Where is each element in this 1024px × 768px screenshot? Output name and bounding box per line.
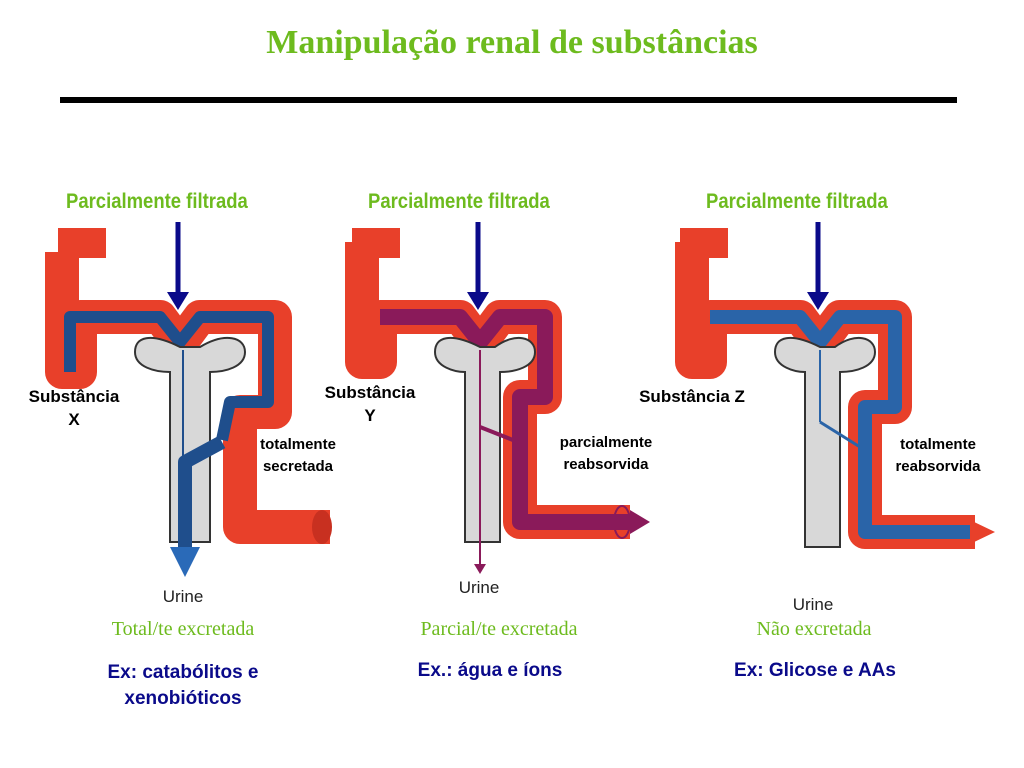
example-line1: Ex: Glicose e AAs	[734, 660, 896, 681]
filtered-label: Parcialmente filtrada	[66, 190, 248, 213]
note-line2: reabsorvida	[895, 457, 981, 475]
substance-letter: Y	[364, 405, 376, 425]
substance-flow	[380, 309, 630, 530]
example-text: Ex: Glicose e AAs	[685, 658, 945, 684]
title-underline	[60, 97, 957, 103]
note-line2: reabsorvida	[563, 455, 649, 473]
example-text: Ex: catabólitos e xenobióticos	[53, 660, 313, 711]
reabsorption-path	[479, 425, 519, 444]
process-note: parcialmente reabsorvida	[543, 432, 669, 476]
venous-arrow	[970, 520, 995, 544]
filtered-label: Parcialmente filtrada	[368, 190, 550, 213]
urine-arrow	[474, 564, 486, 574]
vessel-end	[312, 510, 332, 544]
excretion-label: Total/te excretada	[111, 618, 255, 640]
nephron-diagram-z	[675, 222, 995, 549]
reabsorption-path	[819, 420, 861, 449]
filtration-arrowhead	[167, 292, 189, 310]
note-line2: secretada	[262, 457, 334, 475]
substance-label: Substância Y	[310, 382, 430, 428]
excretion-label: Parcial/te excretada	[420, 618, 578, 640]
nephron-diagram-x	[45, 222, 332, 577]
urine-label: Urine	[162, 587, 204, 606]
page-title: Manipulação renal de substâncias	[266, 24, 758, 61]
tubule	[133, 336, 247, 543]
urine-label: Urine	[792, 595, 834, 614]
tubule	[433, 336, 537, 543]
substance-label: Substância X	[14, 386, 134, 432]
example-line1: Ex: catabólitos e	[107, 662, 259, 683]
example-line1: Ex.: água e íons	[417, 660, 563, 681]
vessel-end	[613, 505, 631, 539]
nephron-diagram-y	[345, 222, 650, 574]
substance-letter: X	[68, 409, 80, 429]
filtration-arrowhead	[807, 292, 829, 310]
substance-flow	[710, 310, 970, 539]
note-line1: totalmente	[900, 436, 976, 453]
filtration-arrowhead	[467, 292, 489, 310]
note-line1: parcialmente	[559, 434, 653, 451]
example-text: Ex.: água e íons	[360, 658, 620, 684]
substance-name: Substância	[28, 387, 120, 406]
note-line1: totalmente	[260, 436, 336, 453]
example-line2: xenobióticos	[124, 687, 242, 709]
filtered-label: Parcialmente filtrada	[706, 190, 888, 213]
urine-label: Urine	[458, 578, 500, 597]
substance-label: Substância Z	[622, 386, 762, 409]
urine-arrow	[170, 547, 200, 577]
process-note: totalmente secretada	[238, 434, 358, 478]
tubule	[773, 336, 877, 548]
process-note: totalmente reabsorvida	[878, 434, 998, 478]
secretion-path	[178, 435, 226, 552]
substance-flow	[64, 311, 274, 442]
venous-arrow	[630, 510, 650, 534]
substance-name: Substância Z	[639, 387, 745, 406]
substance-name: Substância	[324, 383, 416, 402]
excretion-label: Não excretada	[756, 618, 872, 640]
